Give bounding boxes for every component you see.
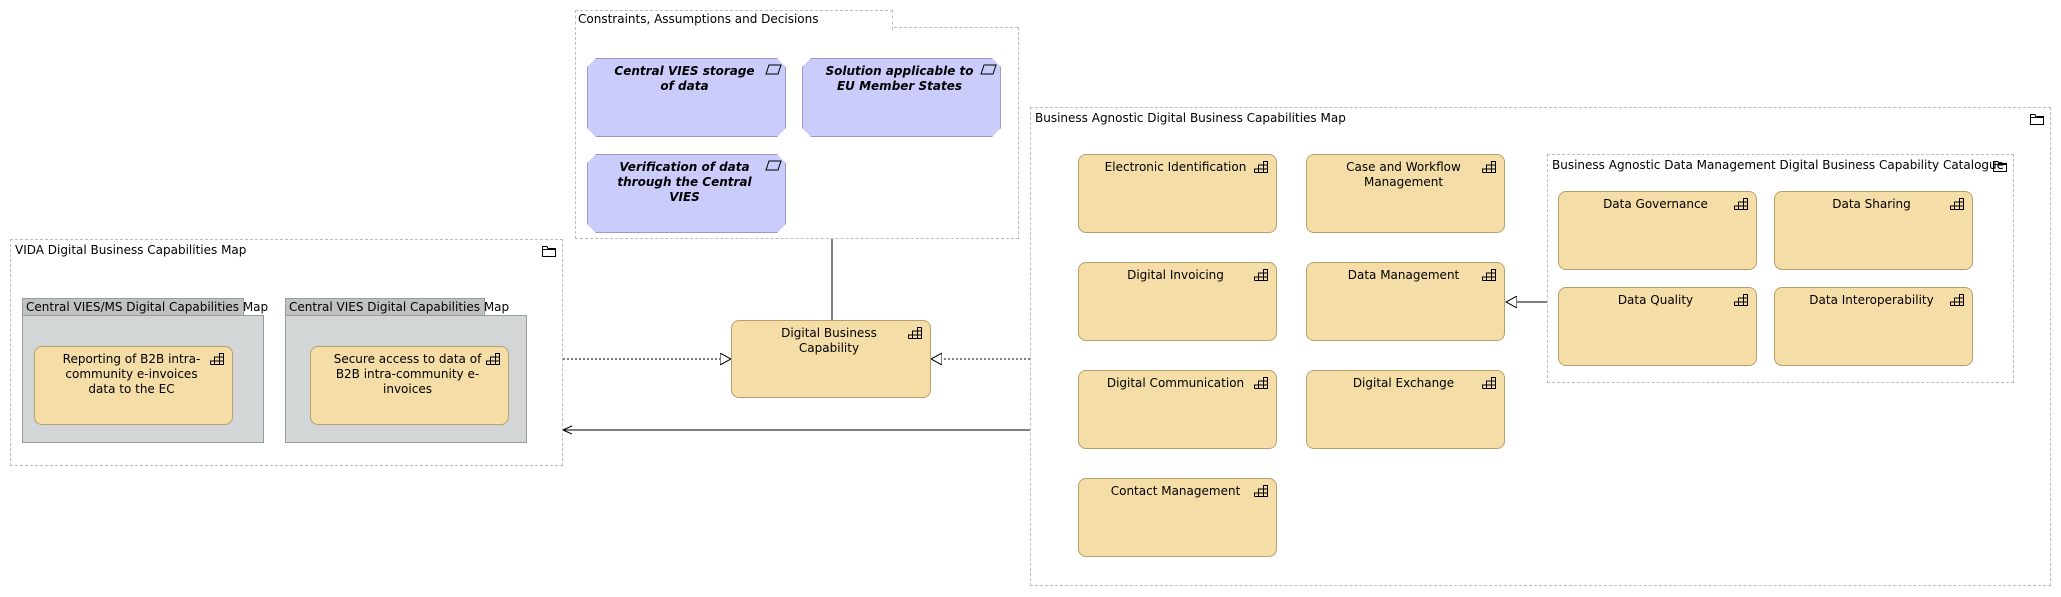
- capability-label: Data Sharing: [1832, 197, 1911, 211]
- capability-icon: [1254, 161, 1268, 173]
- data-catalogue-group[interactable]: Business Agnostic Data Management Digita…: [1547, 154, 2014, 383]
- agnostic-group-title: Business Agnostic Digital Business Capab…: [1035, 111, 1346, 125]
- capability-label: Data Governance: [1603, 197, 1708, 211]
- constraint-label: Solution applicable to EU Member States: [825, 64, 974, 93]
- capability-label: Secure access to data of B2B intra-commu…: [333, 352, 482, 396]
- capability-label: Electronic Identification: [1104, 160, 1247, 174]
- capability-label: Digital Exchange: [1352, 376, 1455, 390]
- capability-label: Digital Invoicing: [1127, 268, 1224, 282]
- subgroup-tab-central-vies-ms: Central VIES/MS Digital Capabilities Map: [22, 298, 268, 316]
- capability-label: Digital Business Capability: [781, 326, 877, 355]
- subgroup-tab-central-vies: Central VIES Digital Capabilities Map: [285, 298, 509, 316]
- capability-electronic-identification[interactable]: Electronic Identification: [1078, 154, 1277, 233]
- capability-data-management[interactable]: Data Management: [1306, 262, 1505, 341]
- constraint-parallelogram-icon: [765, 64, 782, 75]
- capability-icon: [1254, 485, 1268, 497]
- constraint-parallelogram-icon: [980, 64, 997, 75]
- constraint-eu-member-states[interactable]: Solution applicable to EU Member States: [802, 58, 1001, 137]
- capability-data-quality[interactable]: Data Quality: [1558, 287, 1757, 366]
- capability-case-workflow-management[interactable]: Case and Workflow Management: [1306, 154, 1505, 233]
- constraint-parallelogram-icon: [765, 160, 782, 171]
- capability-label: Data Interoperability: [1809, 293, 1934, 307]
- capability-label: Data Management: [1347, 268, 1460, 282]
- constraint-verification-central-vies[interactable]: Verification of data through the Central…: [587, 154, 786, 233]
- capability-data-sharing[interactable]: Data Sharing: [1774, 191, 1973, 270]
- agnostic-group[interactable]: Business Agnostic Digital Business Capab…: [1030, 107, 2051, 586]
- capability-secure-access[interactable]: Secure access to data of B2B intra-commu…: [310, 346, 509, 425]
- capability-label: Data Quality: [1617, 293, 1694, 307]
- capability-contact-management[interactable]: Contact Management: [1078, 478, 1277, 557]
- capability-icon: [1950, 198, 1964, 210]
- folder-icon: [2030, 114, 2044, 125]
- constraint-label: Central VIES storage of data: [614, 64, 755, 93]
- capability-digital-invoicing[interactable]: Digital Invoicing: [1078, 262, 1277, 341]
- capability-icon: [908, 327, 922, 339]
- constraint-central-vies-storage[interactable]: Central VIES storage of data: [587, 58, 786, 137]
- capability-icon: [1734, 198, 1748, 210]
- capability-digital-communication[interactable]: Digital Communication: [1078, 370, 1277, 449]
- capability-icon: [1482, 269, 1496, 281]
- capability-icon: [210, 353, 224, 365]
- capability-digital-business-capability[interactable]: Digital Business Capability: [731, 320, 931, 398]
- capability-data-interoperability[interactable]: Data Interoperability: [1774, 287, 1973, 366]
- capability-label: Case and Workflow Management: [1346, 160, 1461, 189]
- data-catalogue-group-title: Business Agnostic Data Management Digita…: [1552, 158, 2005, 172]
- folder-icon: [1993, 161, 2007, 172]
- capability-reporting-b2b[interactable]: Reporting of B2B intra-community e-invoi…: [34, 346, 233, 425]
- capability-data-governance[interactable]: Data Governance: [1558, 191, 1757, 270]
- vida-group[interactable]: VIDA Digital Business Capabilities Map: [10, 239, 563, 466]
- capability-label: Contact Management: [1110, 484, 1241, 498]
- capability-icon: [1950, 294, 1964, 306]
- capability-icon: [1482, 377, 1496, 389]
- capability-label: Digital Communication: [1106, 376, 1245, 390]
- capability-icon: [486, 353, 500, 365]
- constraints-group[interactable]: [575, 27, 1019, 239]
- capability-icon: [1254, 377, 1268, 389]
- capability-digital-exchange[interactable]: Digital Exchange: [1306, 370, 1505, 449]
- capability-icon: [1482, 161, 1496, 173]
- constraint-label: Verification of data through the Central…: [617, 160, 752, 204]
- capability-icon: [1734, 294, 1748, 306]
- folder-icon: [542, 246, 556, 257]
- constraints-group-title: Constraints, Assumptions and Decisions: [578, 12, 819, 26]
- capability-label: Reporting of B2B intra-community e-invoi…: [62, 352, 201, 396]
- vida-group-title: VIDA Digital Business Capabilities Map: [15, 243, 247, 257]
- capability-icon: [1254, 269, 1268, 281]
- constraints-group-tab: [575, 10, 893, 30]
